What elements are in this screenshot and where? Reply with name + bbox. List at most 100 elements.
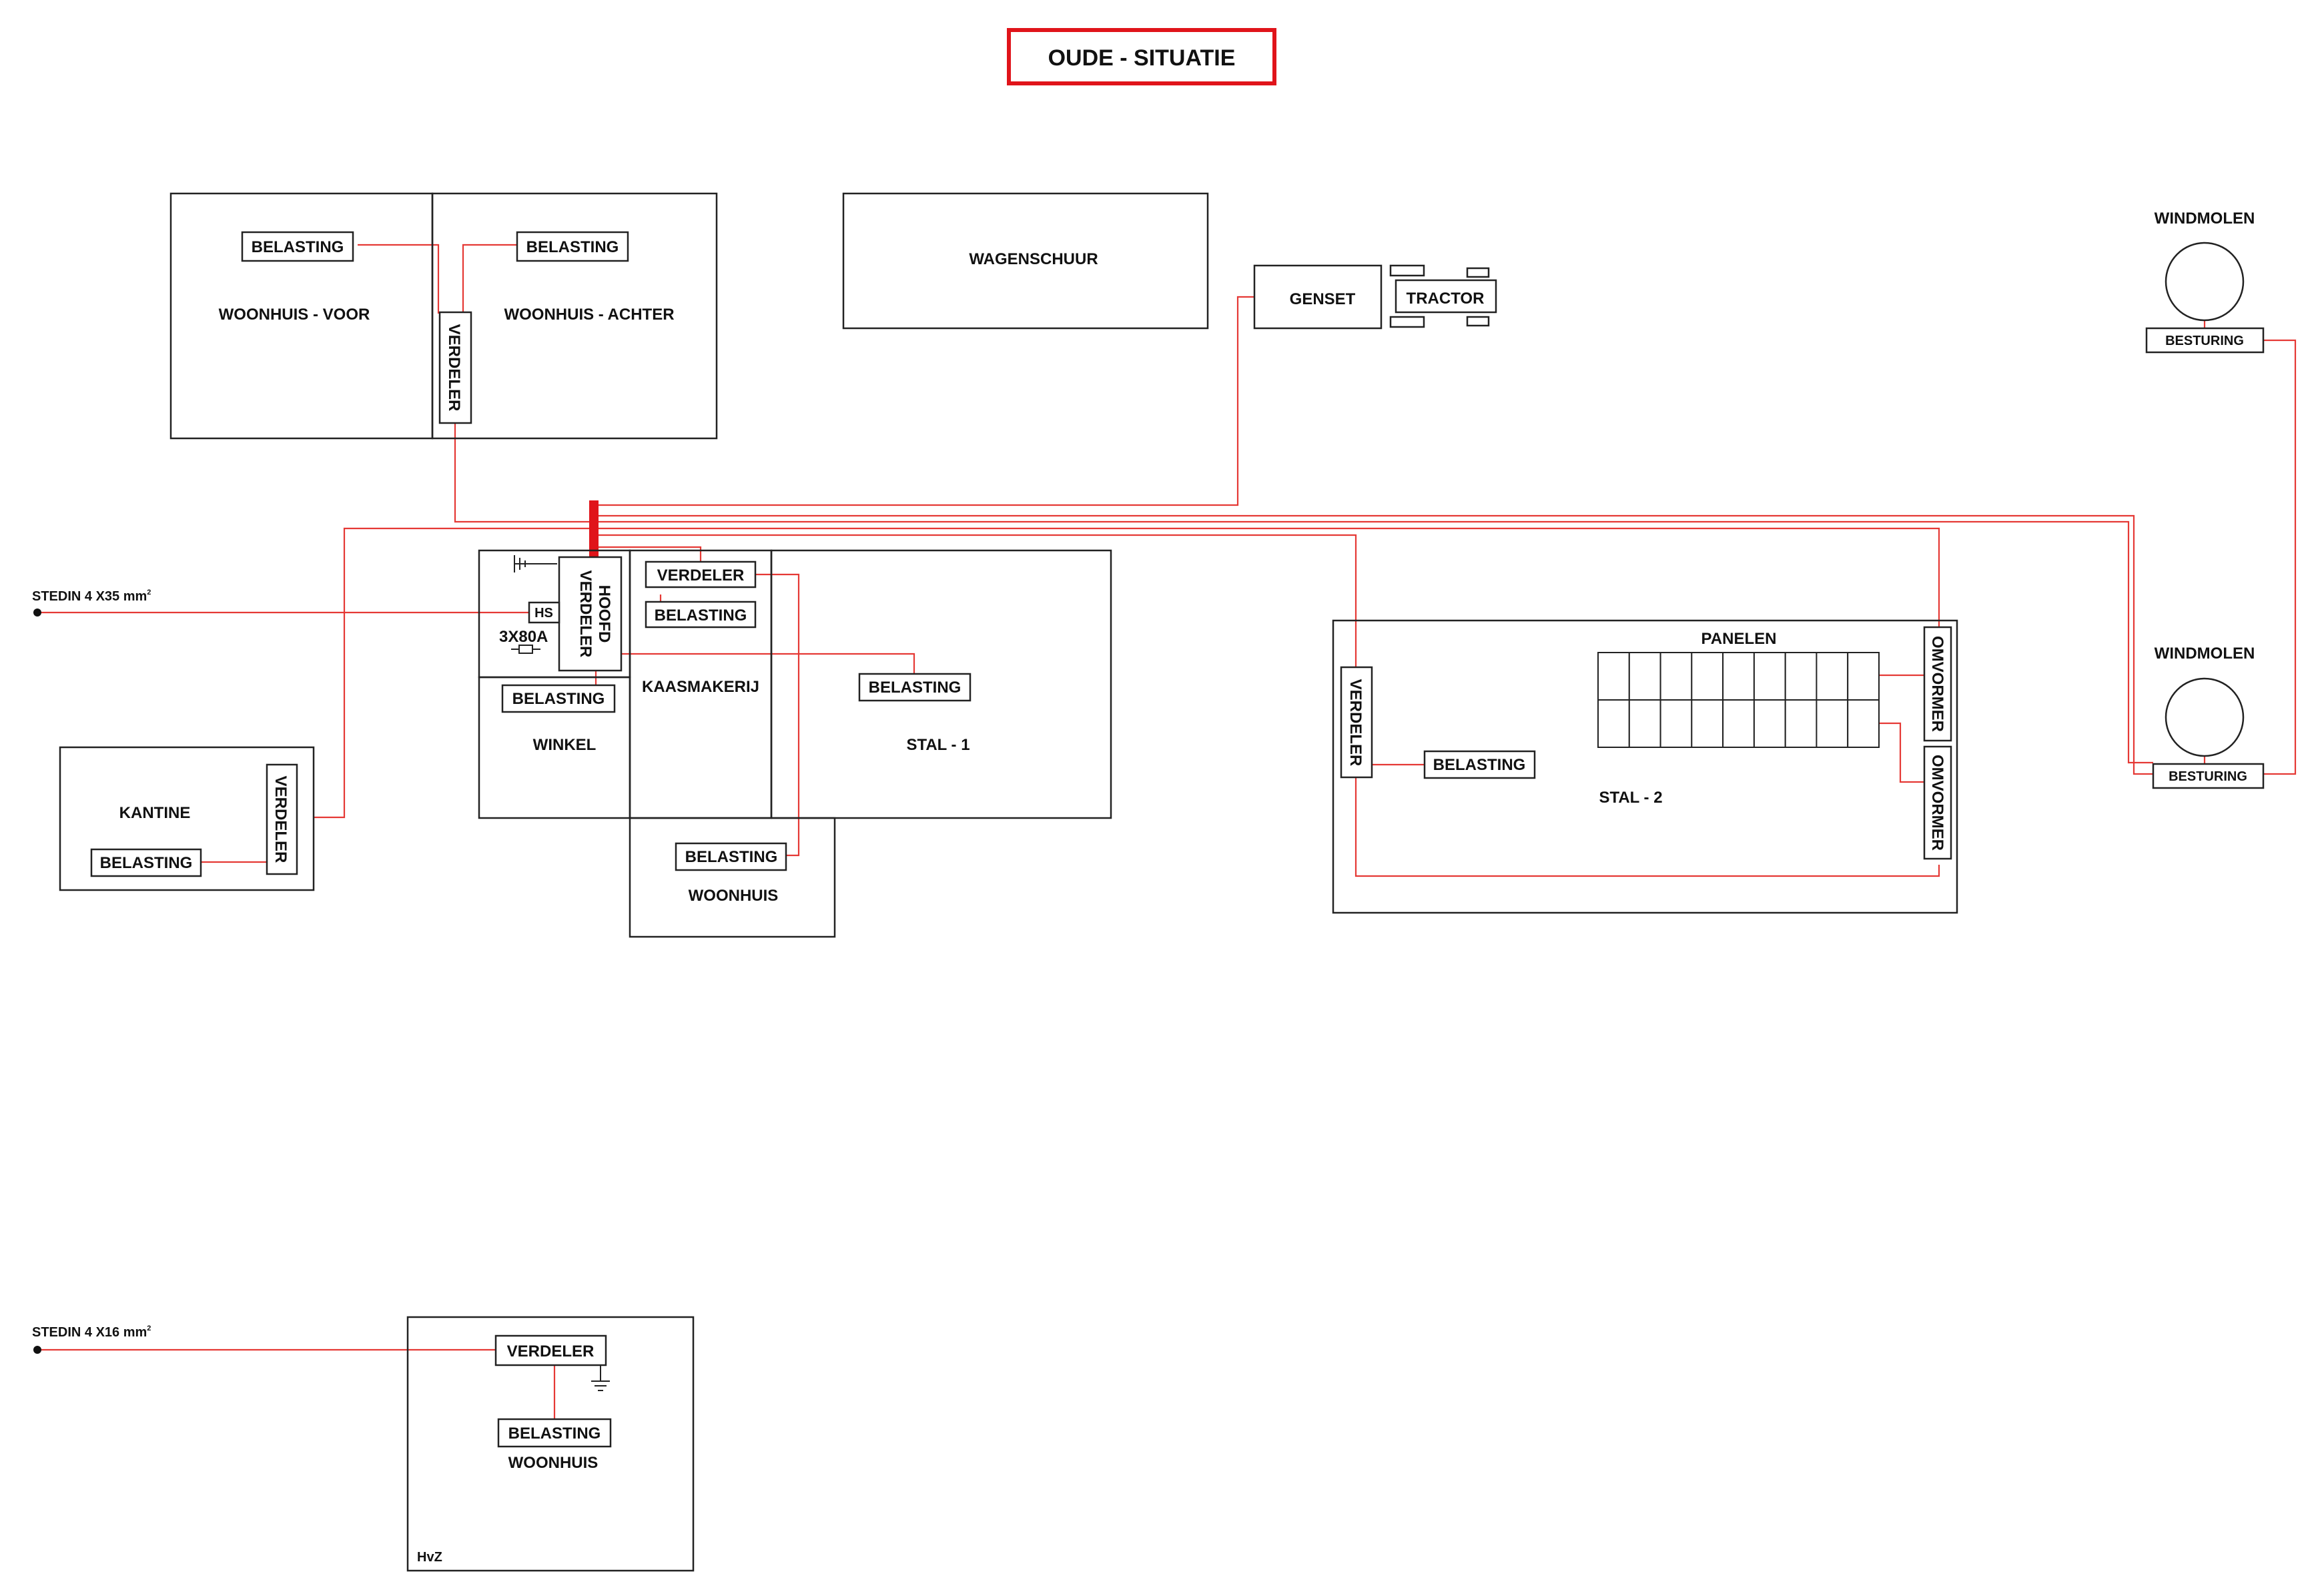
verdeler-kantine[interactable]: VERDELER <box>266 763 298 875</box>
hoofd-label: HOOFD <box>595 585 613 643</box>
genset[interactable]: GENSET <box>1253 264 1383 330</box>
besturing-1[interactable]: BESTURING <box>2145 327 2265 354</box>
verdeler-kantine-label: VERDELER <box>272 776 290 863</box>
belasting-woonhuis-voor[interactable]: BELASTING <box>241 231 354 262</box>
panelen-label: PANELEN <box>1701 630 1777 648</box>
verdeler-woonhuis-label: VERDELER <box>445 324 463 412</box>
central-building: HOOFD VERDELER HS 3X80A BELASTING WINKEL… <box>478 549 1112 938</box>
solar-panel-cell <box>1784 652 1818 701</box>
omvormer-1[interactable]: OMVORMER <box>1923 626 1952 742</box>
windmolen-1-icon <box>2165 242 2245 322</box>
stal-2-label: STAL - 2 <box>1599 789 1662 807</box>
solar-panel-cell <box>1659 652 1693 701</box>
besturing-1-label: BESTURING <box>2165 334 2244 348</box>
woonhuis-achter-label: WOONHUIS - ACHTER <box>504 306 674 324</box>
verdeler-hvz[interactable]: VERDELER <box>494 1334 607 1366</box>
belasting-hvz[interactable]: BELASTING <box>497 1418 612 1448</box>
belasting-stal-1[interactable]: BELASTING <box>858 673 972 702</box>
stedin-hvz-label: STEDIN 4 X16 mm2 <box>32 1324 151 1340</box>
wire-kantine-bus <box>313 527 596 819</box>
hoofdschakelaar[interactable]: HS <box>528 601 560 624</box>
woonhuis-hvz-label: WOONHUIS <box>508 1454 599 1472</box>
wagenschuur-label: WAGENSCHUUR <box>969 250 1098 268</box>
solar-panel-cell <box>1753 652 1786 701</box>
hoofd-verdeler[interactable]: HOOFD VERDELER <box>558 556 623 672</box>
belasting-woonhuis-voor-label: BELASTING <box>252 238 344 256</box>
verdeler-kaasmakerij-label: VERDELER <box>657 566 745 584</box>
room-woonhuis-annex <box>629 817 836 938</box>
belasting-winkel[interactable]: BELASTING <box>501 684 616 713</box>
wire-woonhuis-annex <box>755 573 800 857</box>
solar-panel-cell <box>1816 652 1849 701</box>
verdeler-hvz-label: VERDELER <box>507 1342 595 1360</box>
stedin-main-terminal <box>33 609 41 617</box>
hoofd-verdeler-label: VERDELER <box>576 570 595 658</box>
solar-panel-cell <box>1722 652 1755 701</box>
solar-panel-cell <box>1628 652 1661 701</box>
room-wagenschuur <box>842 192 1209 330</box>
belasting-woonhuis-annex[interactable]: BELASTING <box>675 842 787 871</box>
tractor-wheel-icon <box>1389 264 1425 277</box>
page-title: OUDE - SITUATIE <box>1048 45 1236 71</box>
room-stal-2 <box>1332 619 1958 914</box>
wire-genset <box>596 296 1254 506</box>
title-frame: OUDE - SITUATIE <box>1007 28 1276 85</box>
tractor-label: TRACTOR <box>1407 290 1485 308</box>
wire-windmolen-2 <box>596 520 2153 764</box>
genset-label: GENSET <box>1290 290 1356 308</box>
belasting-woonhuis-achter[interactable]: BELASTING <box>516 231 629 262</box>
tractor[interactable]: TRACTOR <box>1389 264 1497 328</box>
besturing-2[interactable]: BESTURING <box>2152 763 2265 789</box>
wire-besturing-loop <box>2263 339 2297 775</box>
solar-panel-cell <box>1691 652 1724 701</box>
verdeler-stal-2[interactable]: VERDELER <box>1340 666 1373 779</box>
belasting-woonhuis-annex-label: BELASTING <box>685 848 778 866</box>
belasting-kantine-label: BELASTING <box>100 854 193 872</box>
solar-panel-cell <box>1847 652 1880 701</box>
verdeler-kaasmakerij[interactable]: VERDELER <box>645 560 757 588</box>
kantine-label: KANTINE <box>119 804 191 822</box>
solar-panel-cell <box>1597 699 1630 748</box>
wagenschuur: WAGENSCHUUR <box>842 192 1209 330</box>
belasting-kantine[interactable]: BELASTING <box>90 848 202 877</box>
woonhuis-building: WOONHUIS - VOOR WOONHUIS - ACHTER BELAST… <box>169 192 718 440</box>
wire-woonhuis-achter <box>462 244 517 314</box>
windmolen-2: WINDMOLEN BESTURING <box>2152 645 2265 789</box>
belasting-stal-2[interactable]: BELASTING <box>1423 750 1536 779</box>
room-woonhuis-hvz <box>406 1316 695 1572</box>
wiring <box>37 244 2297 1419</box>
solar-panel-cell <box>1847 699 1880 748</box>
wire-stal2-loop <box>1355 777 1940 877</box>
windmolen-2-icon <box>2165 677 2245 757</box>
woonhuis-hvz: VERDELER BELASTING WOONHUIS HvZ <box>406 1316 695 1572</box>
windmolen-2-label: WINDMOLEN <box>2155 645 2255 663</box>
solar-panel-cell <box>1659 699 1693 748</box>
hs-label: HS <box>534 606 553 621</box>
besturing-2-label: BESTURING <box>2169 769 2247 784</box>
verdeler-woonhuis[interactable]: VERDELER <box>438 311 472 424</box>
belasting-kaasmakerij[interactable]: BELASTING <box>645 601 757 629</box>
ground-icon <box>514 555 557 572</box>
kaasmakerij-label: KAASMAKERIJ <box>642 678 759 696</box>
kantine: KANTINE VERDELER BELASTING <box>59 746 315 891</box>
tractor-wheel-icon <box>1466 316 1490 327</box>
wire-stal1-belasting <box>621 653 915 674</box>
solar-panel-cell <box>1628 699 1661 748</box>
fuse-icon <box>511 645 540 654</box>
solar-panel-cell <box>1816 699 1849 748</box>
belasting-woonhuis-achter-label: BELASTING <box>526 238 619 256</box>
tractor-wheel-icon <box>1389 316 1425 328</box>
belasting-hvz-label: BELASTING <box>508 1425 601 1443</box>
wire-windmolen-1 <box>596 514 2153 775</box>
stedin-hvz: STEDIN 4 X16 mm2 <box>32 1324 151 1354</box>
wire-stal2-verdeler <box>596 534 1357 667</box>
woonhuis-voor-label: WOONHUIS - VOOR <box>219 306 370 324</box>
belasting-stal-1-label: BELASTING <box>869 679 961 697</box>
ground-icon <box>591 1365 610 1391</box>
solar-panel-cell <box>1597 652 1630 701</box>
omvormer-2[interactable]: OMVORMER <box>1923 745 1952 860</box>
belasting-kaasmakerij-label: BELASTING <box>655 607 747 625</box>
room-woonhuis-achter <box>431 192 718 440</box>
fuse-label: 3X80A <box>499 628 548 646</box>
